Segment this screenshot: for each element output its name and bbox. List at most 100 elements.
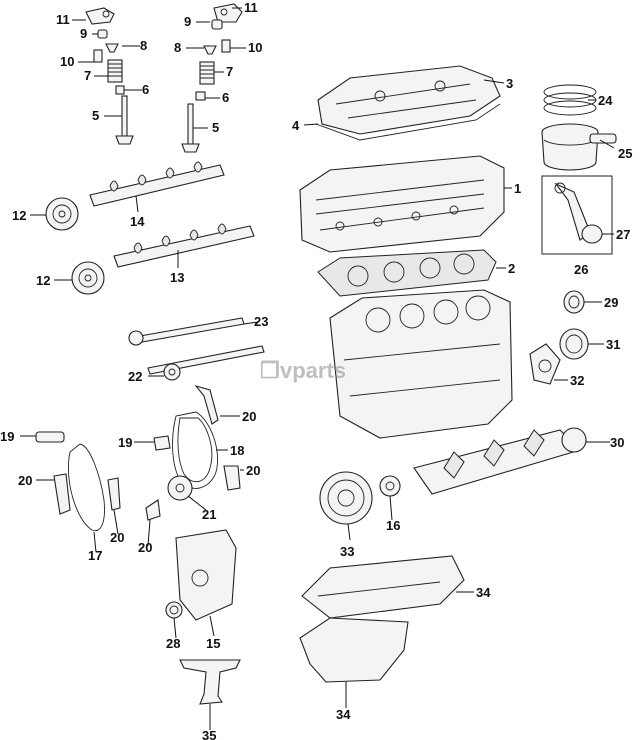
callout-20-guide-right: 20: [246, 463, 260, 478]
valve-right: [181, 103, 200, 153]
valve-keeper-left: [115, 85, 125, 95]
callout-28: 28: [166, 636, 180, 651]
piston: [541, 123, 599, 171]
callout-16: 16: [386, 518, 400, 533]
tensioner-19-left: [35, 431, 65, 443]
callout-11-right: 11: [244, 0, 258, 15]
callout-5-right: 5: [212, 120, 219, 135]
chain-guide-20-upper: [194, 384, 219, 425]
timing-chain-18: [172, 411, 218, 489]
guide-bolt-20-lower: [145, 499, 161, 521]
rocker-arm-left: [85, 7, 115, 25]
engine-block: [329, 289, 513, 439]
valve-seat-left: [105, 43, 119, 53]
callout-7-right: 7: [226, 64, 233, 79]
watermark-text: vparts: [280, 358, 346, 383]
connecting-rod-box: [541, 175, 613, 255]
callout-8-right: 8: [174, 40, 181, 55]
rocker-arm-right: [213, 3, 243, 23]
front-seal-28: [165, 601, 183, 619]
camshaft-lower: [113, 223, 255, 268]
callout-31: 31: [606, 337, 620, 352]
watermark-mark: ❒: [260, 358, 280, 383]
timing-chain-17: [67, 443, 105, 532]
callout-33: 33: [340, 544, 354, 559]
cylinder-head: [299, 155, 505, 253]
callout-30: 30: [610, 435, 624, 450]
callout-12-upper: 12: [12, 208, 26, 223]
upper-oil-pan: [301, 555, 465, 619]
callout-12-lower: 12: [36, 273, 50, 288]
callout-10-right: 10: [248, 40, 262, 55]
callout-18: 18: [230, 443, 244, 458]
lower-oil-pan: [299, 617, 409, 683]
callout-23: 23: [254, 314, 268, 329]
chain-guide-20-left: [53, 473, 71, 515]
callout-19-right: 19: [118, 435, 132, 450]
leader-lines: [20, 7, 615, 730]
callout-15: 15: [206, 636, 220, 651]
callout-3: 3: [506, 76, 513, 91]
callout-4: 4: [292, 118, 300, 133]
callout-6-right: 6: [222, 90, 229, 105]
callout-20-guide-left: 20: [18, 473, 32, 488]
callout-21: 21: [202, 507, 216, 522]
callout-34-upper: 34: [476, 585, 491, 600]
callout-22: 22: [128, 369, 142, 384]
callout-14: 14: [130, 214, 145, 229]
valve-left: [115, 95, 134, 145]
cam-sprocket-lower: [71, 261, 105, 295]
valve-seat-right: [203, 45, 217, 55]
callout-26: 26: [574, 262, 588, 277]
callout-25: 25: [618, 146, 632, 161]
callout-20-lower: 20: [138, 540, 152, 555]
callout-32: 32: [570, 373, 584, 388]
callout-20-guide-upper: 20: [242, 409, 256, 424]
oil-pickup-35: [179, 659, 241, 705]
callout-24: 24: [598, 93, 613, 108]
cam-sprocket-upper: [45, 197, 79, 231]
callout-34-lower: 34: [336, 707, 351, 722]
callout-2: 2: [508, 261, 515, 276]
seal-retainer-32: [529, 343, 561, 385]
lash-adjuster-right: [211, 19, 223, 30]
valve-cover: [317, 65, 501, 135]
callout-13: 13: [170, 270, 184, 285]
rod-bearing: [581, 224, 603, 244]
callout-10-left: 10: [60, 54, 74, 69]
tensioner-19-right: [153, 435, 171, 451]
timing-cover-15: [175, 529, 237, 621]
valve-spring-right: [199, 61, 215, 85]
callout-9-left: 9: [80, 26, 87, 41]
front-seal-29: [563, 290, 585, 314]
callout-9-right: 9: [184, 14, 191, 29]
lash-adjuster-left: [97, 29, 108, 39]
callout-29: 29: [604, 295, 618, 310]
callout-35: 35: [202, 728, 216, 740]
crank-pulley-33: [319, 471, 373, 525]
callout-7-left: 7: [84, 68, 91, 83]
valve-seal-left: [93, 49, 103, 63]
valve-cover-gasket: [315, 103, 501, 141]
head-gasket: [317, 249, 497, 297]
chain-guide-20-right: [223, 465, 241, 491]
valve-keeper-right: [195, 91, 206, 101]
watermark: ❒ vparts: [260, 358, 346, 383]
crank-gear-16: [379, 475, 401, 497]
callout-8-left: 8: [140, 38, 147, 53]
callout-6-left: 6: [142, 82, 149, 97]
valve-seal-right: [221, 39, 231, 53]
rear-main-seal-31: [559, 328, 589, 360]
camshaft-upper: [89, 161, 225, 207]
piston-pin: [589, 133, 617, 144]
callout-5-left: 5: [92, 108, 99, 123]
callout-19-left: 19: [0, 429, 14, 444]
valve-spring-left: [107, 59, 123, 83]
callout-11-left: 11: [56, 12, 70, 27]
chain-guide-20-lower-left: [107, 477, 121, 511]
callout-1: 1: [514, 181, 521, 196]
callout-17: 17: [88, 548, 102, 563]
crankshaft: [413, 427, 587, 495]
